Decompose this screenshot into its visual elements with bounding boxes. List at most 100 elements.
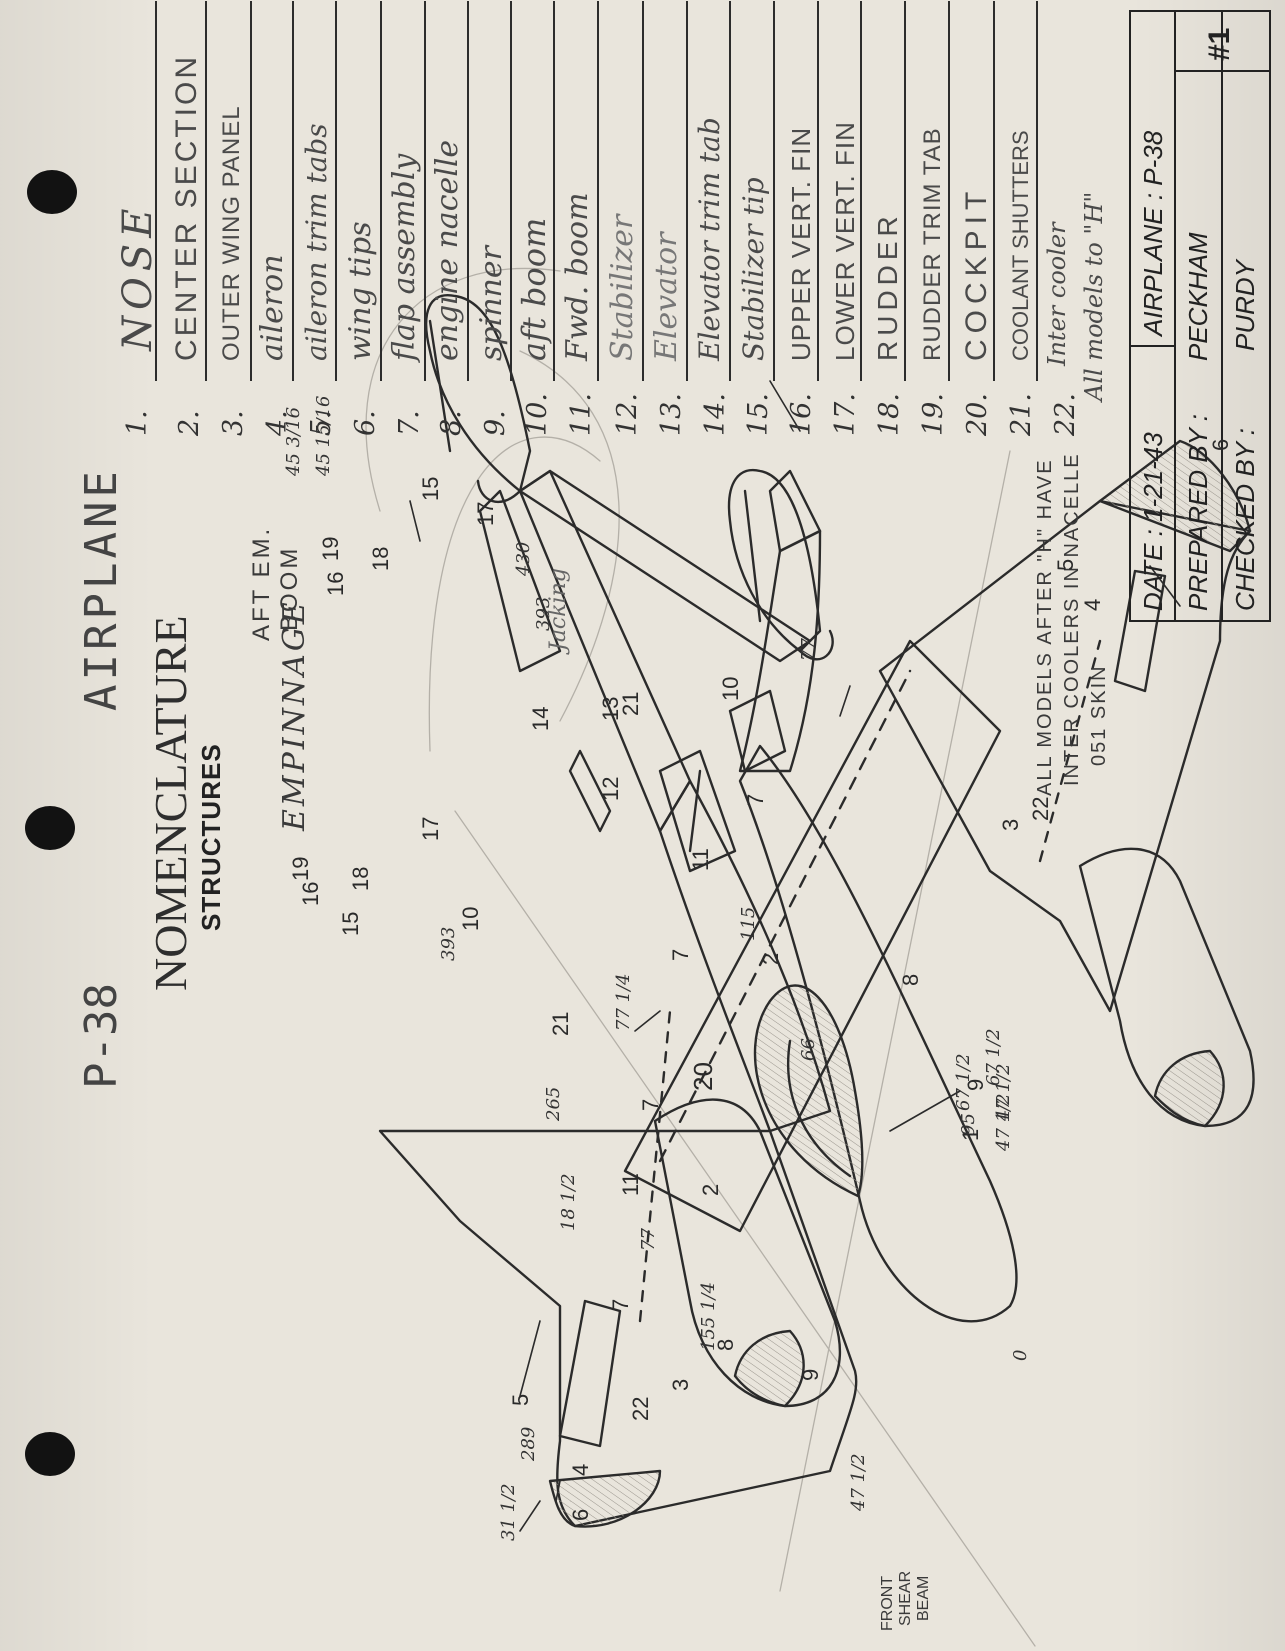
elevator — [478, 489, 562, 673]
cockpit-canopy — [753, 984, 864, 1198]
title-block-checked-by: PURDY — [1230, 259, 1260, 351]
right-rudder-line — [743, 489, 762, 623]
callout-label: 22 — [628, 1396, 653, 1421]
model-note-line1: ALL MODELS AFTER "H" HAVE — [1034, 458, 1056, 796]
callout-label: 19 — [288, 856, 313, 881]
centerline-pencil — [454, 810, 1036, 1647]
dimension-label: 47 1/2 — [848, 1453, 869, 1511]
left-vertical-fin — [425, 294, 532, 493]
arrow — [519, 1320, 541, 1397]
left-wing-tip — [548, 1469, 662, 1528]
callout-label: 19 — [318, 536, 343, 561]
dimension-label: 67 1/2 — [983, 1028, 1004, 1086]
callout-label: 11 — [618, 1173, 643, 1196]
punch-hole — [25, 806, 75, 850]
callout-label: 6 — [1208, 438, 1233, 451]
callout-label: 3 — [668, 1378, 693, 1391]
left-shutter-line — [688, 769, 702, 853]
callout-label: 2 — [698, 1183, 723, 1196]
title-block-sheet-number: #1 — [1203, 27, 1236, 61]
arrow — [839, 685, 851, 717]
aft-em-boom-note-line1: AFT EM. — [248, 525, 275, 641]
arc-pencil — [365, 267, 561, 512]
callout-label: 4 — [1080, 598, 1105, 611]
dimension-label: 77 1/4 — [613, 973, 634, 1031]
elevator-trim-tab — [568, 749, 612, 833]
callout-label: 15 — [338, 911, 363, 936]
callout-label: 16 — [298, 881, 323, 906]
title-block-checked-label: CHECKED BY : — [1230, 427, 1260, 611]
dimension-label: 95 — [958, 1113, 979, 1136]
front-shear-beam-note-line3: BEAM — [915, 1575, 932, 1621]
left-spinner — [733, 1329, 805, 1408]
callout-label: 2 — [758, 952, 783, 965]
arrow — [634, 1010, 661, 1032]
arrow — [769, 380, 801, 432]
wing-axis-pencil — [779, 450, 1011, 1592]
callout-label: 10 — [718, 676, 743, 701]
callout-label: 18 — [348, 866, 373, 891]
punch-hole — [27, 170, 77, 214]
right-engine-nacelle — [1078, 847, 1255, 1128]
callout-label: 17 — [473, 501, 498, 526]
dimension-label: 115 — [738, 906, 759, 941]
arc-pencil — [428, 436, 601, 752]
callout-label: 7 — [608, 1298, 633, 1311]
dimension-label: 67 1/2 — [953, 1053, 974, 1111]
title-block-airplane: AIRPLANE : P-38 — [1138, 130, 1168, 336]
right-wing-dash — [1038, 639, 1102, 863]
callout-label: 18 — [368, 546, 393, 571]
dimension-label: 77 — [798, 638, 819, 661]
callout-label: 21 — [548, 1011, 573, 1036]
dimension-label: 31 1/2 — [498, 1483, 519, 1541]
callout-label: 16 — [323, 571, 348, 596]
callout-label: 12 — [598, 776, 623, 801]
callout-label: 7 — [668, 948, 693, 961]
right-aileron — [1113, 569, 1167, 693]
arrow — [555, 1480, 561, 1502]
right-vertical-fin — [727, 468, 822, 653]
dimension-label: 45 3/16 — [283, 406, 304, 476]
punch-hole — [25, 1432, 75, 1476]
left-wing-dash — [638, 1009, 672, 1323]
model-note-line3: 051 SKIN — [1088, 664, 1110, 766]
callout-label: 3 — [998, 818, 1023, 831]
central-nacelle-outline — [738, 744, 1018, 1323]
left-rudder-line — [428, 319, 452, 453]
callout-label: 15 — [418, 476, 443, 501]
dimension-label: 393 — [533, 596, 554, 631]
flap-dash-left — [658, 669, 912, 1163]
empennage-note: EMPINNAGE — [277, 599, 312, 831]
dimension-label: 155 1/4 — [698, 1281, 719, 1351]
left-aileron — [558, 1299, 622, 1448]
arrow — [519, 1500, 541, 1532]
callout-label: 8 — [898, 973, 923, 986]
callout-label: 21 — [618, 691, 643, 716]
dimension-label: 47 1/2 — [993, 1093, 1014, 1151]
callout-label: 7 — [638, 1098, 663, 1111]
dimension-label: 45 15/16 — [313, 395, 334, 477]
left-outer-wing — [378, 1129, 858, 1528]
callout-label: 7 — [743, 793, 768, 806]
callout-label: 5 — [508, 1393, 533, 1406]
dimension-label: 430 — [513, 541, 534, 576]
callout-label: 14 — [528, 706, 553, 731]
callout-label: 10 — [458, 906, 483, 931]
callout-label: 9 — [798, 1368, 823, 1381]
right-aft-boom — [768, 469, 822, 553]
dimension-label: 66 — [798, 1038, 819, 1061]
left-coolant-shutter — [658, 749, 737, 873]
dimension-label: 0 — [1010, 1349, 1031, 1361]
callout-label: 6 — [568, 1508, 593, 1521]
dimension-label: 18 1/2 — [558, 1173, 579, 1231]
right-coolant-shutter — [728, 689, 787, 773]
callout-label: 22 — [1028, 796, 1053, 821]
left-stabilizer-tip — [476, 479, 522, 503]
front-shear-beam-note-line2: SHEAR — [897, 1570, 914, 1626]
dimension-label: 77 — [638, 1228, 659, 1251]
aft-em-boom-note-line2: BOOM — [276, 545, 303, 631]
callout-label: 17 — [418, 816, 443, 841]
